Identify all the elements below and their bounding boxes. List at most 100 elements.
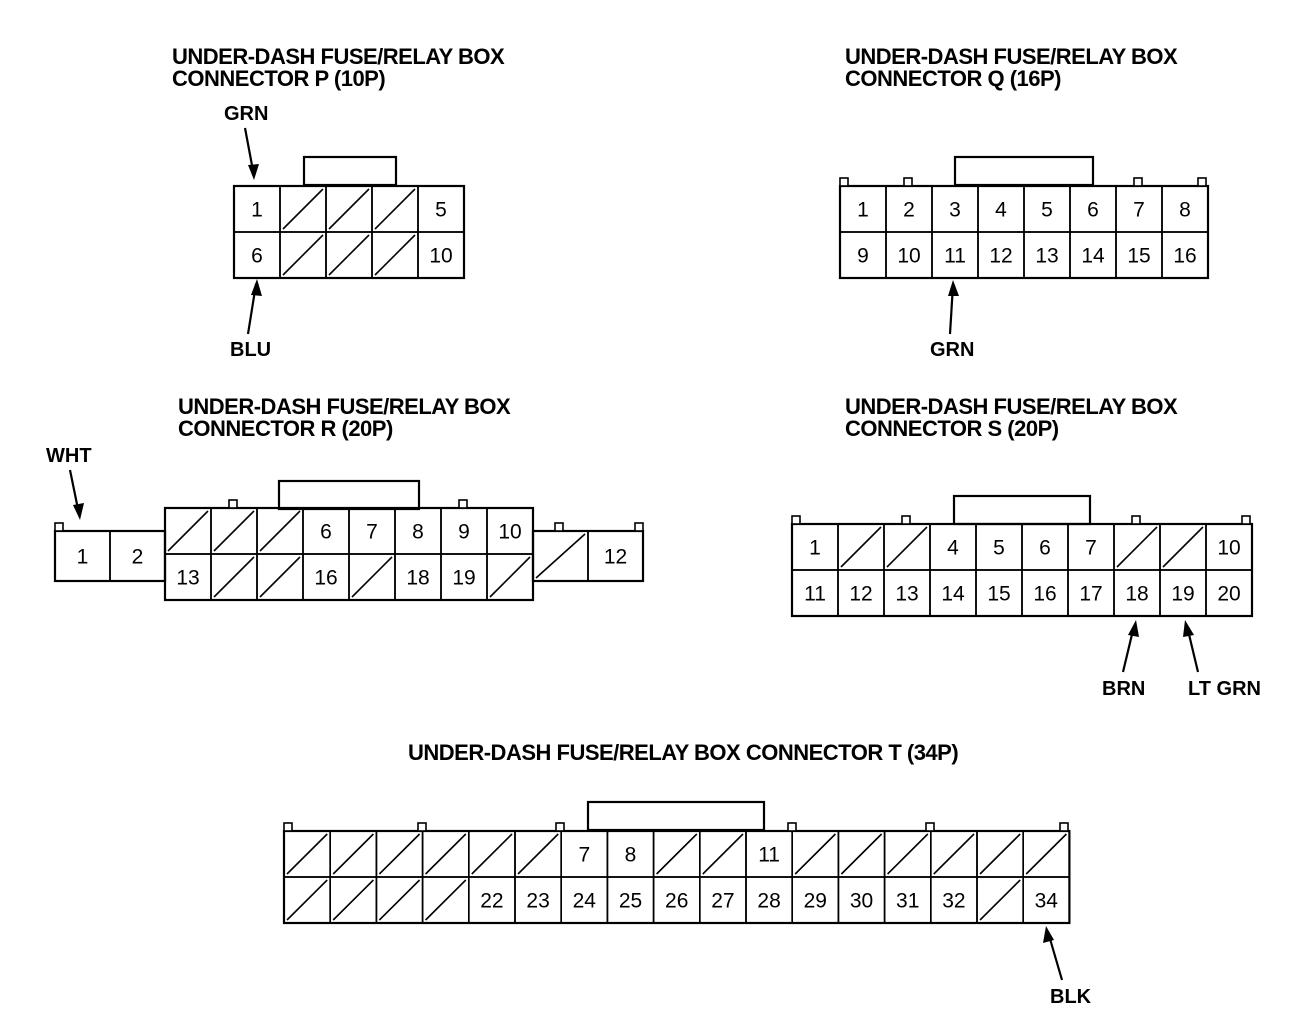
wire-label-brn-s18: BRN xyxy=(1102,678,1145,700)
wire-label-blk-t34: BLK xyxy=(1050,986,1092,1008)
wire-label-grn-p1: GRN xyxy=(224,103,268,125)
terminal-number: 1 xyxy=(77,546,89,569)
blank-terminal-hatch xyxy=(840,833,883,875)
connector-outline xyxy=(282,829,1071,925)
terminal-number: 23 xyxy=(526,890,549,913)
blank-terminal-hatch xyxy=(794,833,836,875)
terminal-number: 25 xyxy=(619,890,642,913)
terminal-number: 5 xyxy=(435,199,447,222)
terminal-number: 10 xyxy=(897,245,920,268)
blank-terminal-hatch xyxy=(702,833,744,875)
blank-terminal-hatch xyxy=(351,556,393,598)
terminal-number: 6 xyxy=(251,245,263,268)
terminal-number: 18 xyxy=(1125,583,1148,606)
terminal-number: 15 xyxy=(987,583,1010,606)
locking-tab xyxy=(925,822,935,832)
connector-t: UNDER-DASH FUSE/RELAY BOX CONNECTOR T (3… xyxy=(282,740,1092,1008)
terminal-number: 28 xyxy=(757,890,780,913)
terminal-number: 29 xyxy=(804,890,827,913)
connector-outline xyxy=(790,522,1254,618)
locking-tab xyxy=(903,177,913,187)
wire-label-ltgrn-s19: LT GRN xyxy=(1188,678,1261,700)
wire-label-blu-p6: BLU xyxy=(230,339,271,361)
connector-t-title: UNDER-DASH FUSE/RELAY BOX CONNECTOR T (3… xyxy=(408,740,958,765)
blank-terminal-hatch xyxy=(471,833,513,875)
blank-terminal-hatch xyxy=(517,833,559,875)
terminal-number: 3 xyxy=(949,199,961,222)
terminal-number: 12 xyxy=(849,583,872,606)
locking-tab xyxy=(791,515,801,525)
blank-terminal-hatch xyxy=(374,188,416,230)
blank-terminal-hatch xyxy=(1116,526,1158,568)
terminal-number: 1 xyxy=(857,199,869,222)
blank-terminal-hatch xyxy=(374,234,416,276)
wire-arrowhead-wht-r1 xyxy=(73,503,84,520)
blank-terminal-hatch xyxy=(840,526,882,568)
connector-r-title-line1: UNDER-DASH FUSE/RELAY BOX xyxy=(178,394,511,419)
terminal-number: 19 xyxy=(1171,583,1194,606)
blank-terminal-hatch xyxy=(286,833,328,875)
blank-terminal-hatch xyxy=(656,833,698,875)
locking-tab xyxy=(555,822,565,832)
locking-tab xyxy=(787,822,797,832)
terminal-number: 32 xyxy=(942,890,965,913)
locking-tab xyxy=(901,515,911,525)
blank-terminal-hatch xyxy=(286,879,328,921)
connector-q-title-line1: UNDER-DASH FUSE/RELAY BOX xyxy=(845,44,1178,69)
terminal-number: 8 xyxy=(1179,199,1191,222)
blank-terminal-hatch xyxy=(167,510,209,552)
connector-outline xyxy=(232,184,466,280)
locking-tab xyxy=(1059,822,1069,832)
terminal-number: 6 xyxy=(320,521,332,544)
blank-terminal-hatch xyxy=(332,833,374,875)
locking-tab xyxy=(458,499,468,509)
wire-label-wht-r1: WHT xyxy=(46,445,92,467)
locking-tab xyxy=(634,522,644,532)
wire-arrowhead-blk-t34 xyxy=(1043,926,1054,943)
connector-r-title-line2: CONNECTOR R (20P) xyxy=(178,416,393,441)
blank-terminal-hatch xyxy=(328,234,370,276)
terminal-number: 7 xyxy=(1085,537,1097,560)
blank-terminal-hatch xyxy=(1025,833,1067,875)
terminal-number: 17 xyxy=(1079,583,1102,606)
connector-q-latch xyxy=(953,155,1095,187)
blank-terminal-hatch xyxy=(259,510,301,552)
wire-arrowhead-grn-q11 xyxy=(948,280,959,296)
blank-terminal-hatch xyxy=(979,879,1021,921)
locking-tab xyxy=(554,522,564,532)
terminal-number: 9 xyxy=(458,521,470,544)
wire-arrowhead-blu-p6 xyxy=(251,279,262,296)
terminal-number: 20 xyxy=(1217,583,1240,606)
terminal-number: 9 xyxy=(857,245,869,268)
locking-tab xyxy=(1197,177,1207,187)
terminal-number: 1 xyxy=(809,537,821,560)
terminal-number: 14 xyxy=(1081,245,1105,268)
blank-terminal-hatch xyxy=(259,556,301,598)
blank-terminal-hatch xyxy=(282,234,324,276)
connector-t-latch xyxy=(586,800,766,832)
terminal-number: 26 xyxy=(665,890,688,913)
connector-s-title-line1: UNDER-DASH FUSE/RELAY BOX xyxy=(845,394,1178,419)
blank-terminal-hatch xyxy=(425,833,467,875)
terminal-number: 11 xyxy=(804,583,826,606)
terminal-number: 18 xyxy=(406,567,429,590)
terminal-number: 6 xyxy=(1087,199,1099,222)
connector-p: UNDER-DASH FUSE/RELAY BOX CONNECTOR P (1… xyxy=(172,44,506,361)
blank-terminal-hatch xyxy=(213,556,255,598)
terminal-number: 11 xyxy=(944,245,966,268)
terminal-number: 10 xyxy=(429,245,452,268)
connector-q-title-line2: CONNECTOR Q (16P) xyxy=(845,66,1061,91)
blank-terminal-hatch xyxy=(328,188,370,230)
terminal-number: 16 xyxy=(1173,245,1196,268)
terminal-number: 12 xyxy=(604,546,627,569)
connector-r: UNDER-DASH FUSE/RELAY BOX CONNECTOR R (2… xyxy=(46,394,645,602)
terminal-number: 16 xyxy=(314,567,337,590)
blank-terminal-hatch xyxy=(213,510,255,552)
terminal-number: 1 xyxy=(251,199,263,222)
terminal-number: 30 xyxy=(850,890,873,913)
terminal-number: 11 xyxy=(758,844,780,867)
locking-tab xyxy=(1241,515,1251,525)
blank-terminal-hatch xyxy=(535,533,586,579)
connector-p-body: 1 5 6 10 xyxy=(232,184,466,280)
